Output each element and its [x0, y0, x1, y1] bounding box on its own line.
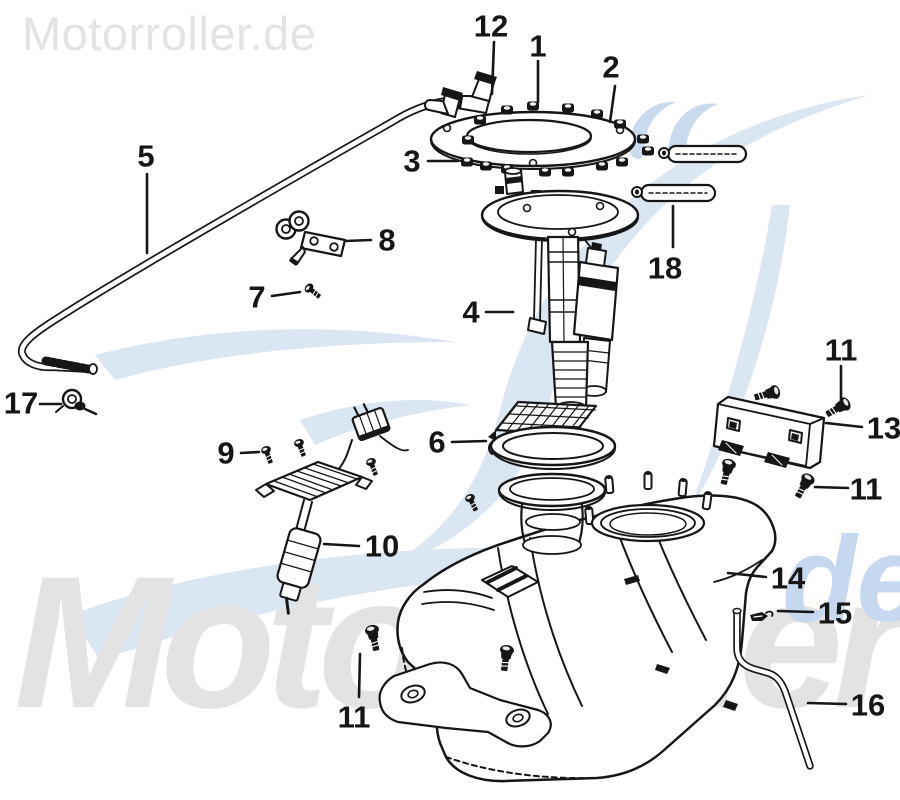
- leader-line-11: [813, 485, 850, 490]
- leader-line-16: [806, 701, 848, 706]
- drain-clip-15: [750, 610, 774, 621]
- bracket-13: [712, 395, 826, 470]
- hose-clip-17: [55, 388, 98, 416]
- fuel-level-sender-10: [255, 403, 409, 615]
- leader-line-6: [450, 439, 488, 444]
- leader-line-12: [490, 40, 496, 96]
- hose-elbow-fitting-12: [424, 71, 497, 118]
- leader-line-13: [824, 421, 864, 429]
- leader-line-14: [726, 571, 768, 579]
- hose-clamp-bracket-8: [275, 210, 347, 266]
- leader-line-9: [239, 450, 261, 455]
- fuel-pump-assembly-4: [480, 167, 640, 441]
- screw-7: [301, 280, 325, 302]
- leader-line-11: [357, 652, 362, 699]
- leader-line-2: [608, 84, 617, 124]
- leader-line-10: [322, 542, 361, 548]
- drain-hose-16: [732, 607, 814, 770]
- watermark-de: de: [782, 511, 900, 647]
- fuel-tank-14: [378, 469, 777, 783]
- vent-tubes-18: [631, 144, 748, 203]
- leader-line-8: [343, 238, 373, 243]
- leader-lines: [38, 40, 864, 706]
- fuel-hose-5: [17, 97, 450, 375]
- leader-line-15: [776, 609, 815, 614]
- gasket-6: [488, 425, 617, 470]
- leader-line-7: [270, 290, 302, 298]
- watermark-top: Motorroller.de: [22, 7, 317, 60]
